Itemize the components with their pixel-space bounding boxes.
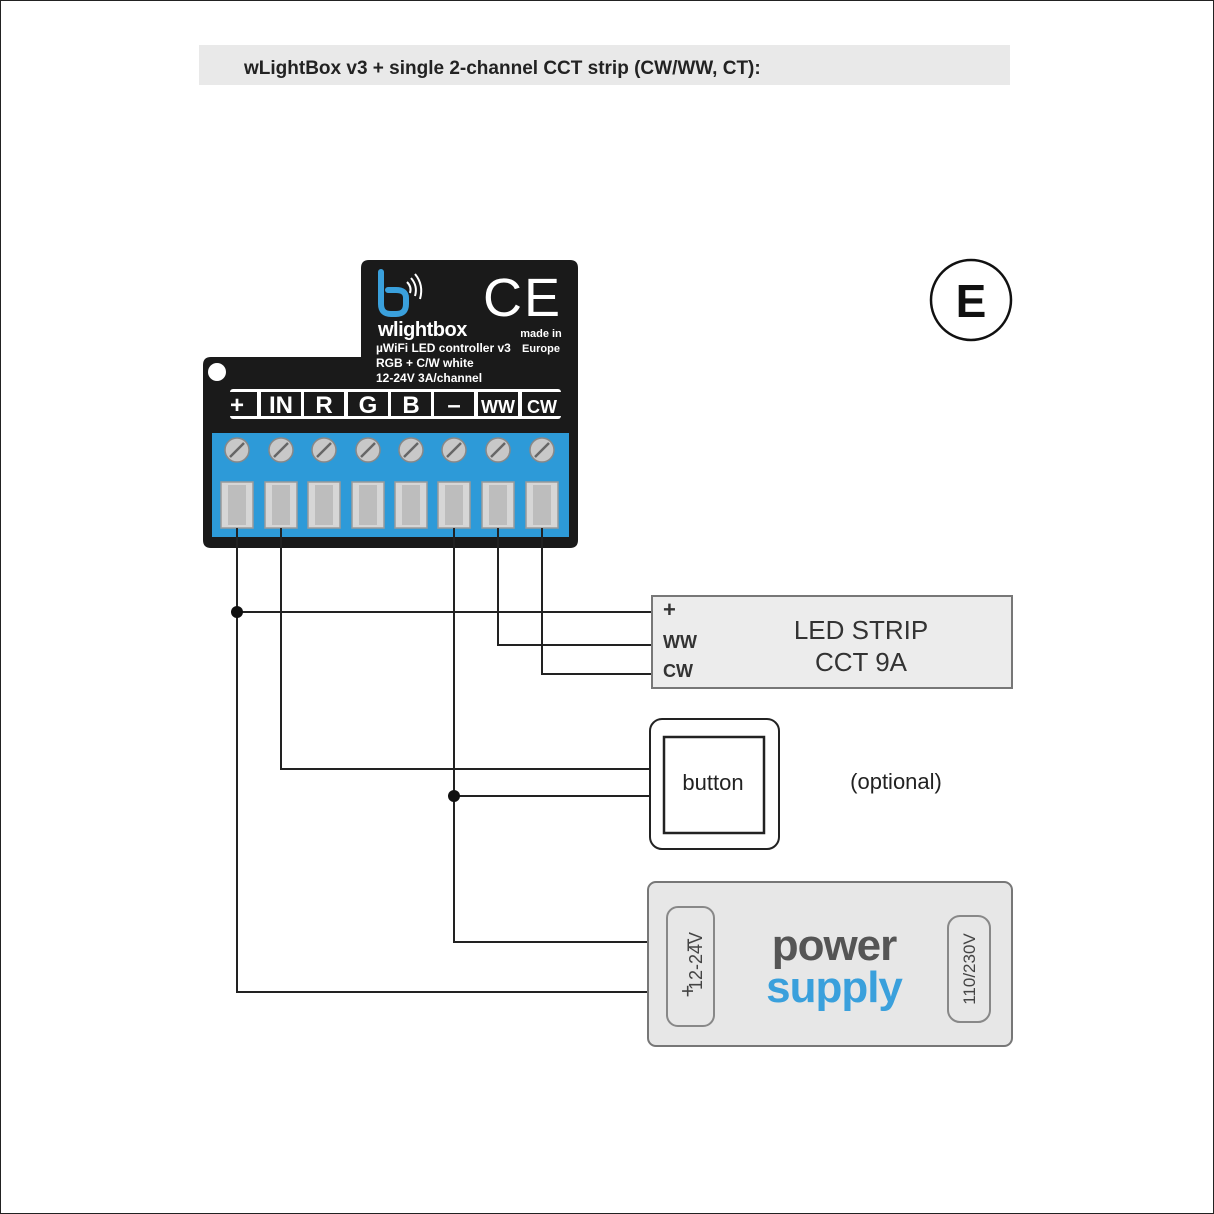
wall-button: button (optional)	[649, 718, 942, 850]
terminal-clamp-inner	[489, 485, 507, 525]
terminal-label-box-ww	[478, 392, 518, 416]
screw-slot	[316, 442, 332, 458]
terminal-clamp-inner	[228, 485, 246, 525]
psu-word-power: power	[772, 921, 897, 970]
screw-slot	[490, 442, 506, 458]
screw-slot	[273, 442, 289, 458]
device-line3: 12-24V 3A/channel	[376, 371, 482, 385]
wire-plus	[236, 528, 648, 993]
button-label: button	[682, 770, 743, 795]
psu-plus: +	[675, 985, 700, 998]
terminal-label-g: G	[359, 392, 378, 419]
terminal-label-cw: CW	[527, 397, 557, 417]
device-line1: µWiFi LED controller v3	[376, 341, 511, 355]
screw-slot	[534, 442, 550, 458]
ce-mark-icon: CE	[483, 268, 562, 328]
terminal-label-box-b	[391, 392, 431, 416]
led-strip: + WW CW LED STRIP CCT 9A	[651, 595, 1013, 689]
terminal-label-in: IN	[269, 392, 293, 419]
wlightbox-device: wlightbox CE made in Europe µWiFi LED co…	[203, 260, 578, 548]
screw-slot	[446, 442, 462, 458]
terminal-clamp-inner	[533, 485, 551, 525]
psu-output-voltage: 12-24V	[686, 932, 706, 990]
blebox-logo-icon	[378, 269, 423, 317]
mounting-hole	[208, 363, 226, 381]
screw-slot	[360, 442, 376, 458]
terminal-label-b: B	[402, 392, 419, 419]
junction-minus	[448, 790, 460, 802]
terminal-label-minus: –	[447, 392, 460, 419]
psu-minus: –	[674, 938, 699, 951]
made-in-line1: made in	[520, 328, 562, 340]
screw-slot	[229, 442, 245, 458]
screw-slot	[403, 442, 419, 458]
badge-letter: E	[956, 275, 987, 327]
wire-minus	[453, 528, 648, 943]
terminal-label-box-plus	[217, 392, 257, 416]
wire-ww	[497, 528, 652, 646]
psu-output-terminal	[666, 906, 715, 1027]
wiring	[236, 528, 652, 993]
terminal-label-ww: WW	[481, 397, 515, 417]
terminal-label-box-minus	[434, 392, 474, 416]
device-brand: wlightbox	[377, 319, 467, 341]
strip-pin-cw: CW	[663, 661, 693, 681]
header-bar: wLightBox v3 + single 2-channel CCT stri…	[199, 45, 1010, 85]
made-in-line2: Europe	[522, 343, 560, 355]
diagram-badge: E	[929, 258, 1013, 342]
psu-input-terminal	[947, 915, 991, 1023]
terminal-label-box-g	[348, 392, 388, 416]
terminal-label-box-in	[261, 392, 301, 416]
strip-pin-plus: +	[663, 597, 676, 622]
power-supply: – + 12-24V power supply 110/230V	[647, 881, 1013, 1047]
terminal-label-plus: +	[230, 392, 244, 419]
terminal-label-r: R	[315, 392, 332, 419]
psu-word-supply: supply	[766, 963, 903, 1012]
strip-name-line1: LED STRIP	[794, 615, 928, 645]
terminal-clamp-inner	[359, 485, 377, 525]
terminal-clamp-inner	[272, 485, 290, 525]
terminal-clamp-inner	[315, 485, 333, 525]
junction-plus	[231, 606, 243, 618]
button-optional-note: (optional)	[850, 769, 942, 794]
terminal-screws	[220, 437, 559, 529]
terminal-label-box-cw	[522, 392, 562, 416]
strip-name-line2: CCT 9A	[815, 647, 908, 677]
terminal-label-box-r	[304, 392, 344, 416]
header-title: wLightBox v3 + single 2-channel CCT stri…	[243, 58, 761, 79]
terminal-clamp-inner	[445, 485, 463, 525]
wire-in	[280, 528, 650, 770]
wire-cw	[541, 528, 652, 675]
strip-pin-ww: WW	[663, 632, 697, 652]
terminal-clamp-inner	[402, 485, 420, 525]
device-line2: RGB + C/W white	[376, 356, 474, 370]
psu-input-voltage: 110/230V	[960, 933, 979, 1005]
